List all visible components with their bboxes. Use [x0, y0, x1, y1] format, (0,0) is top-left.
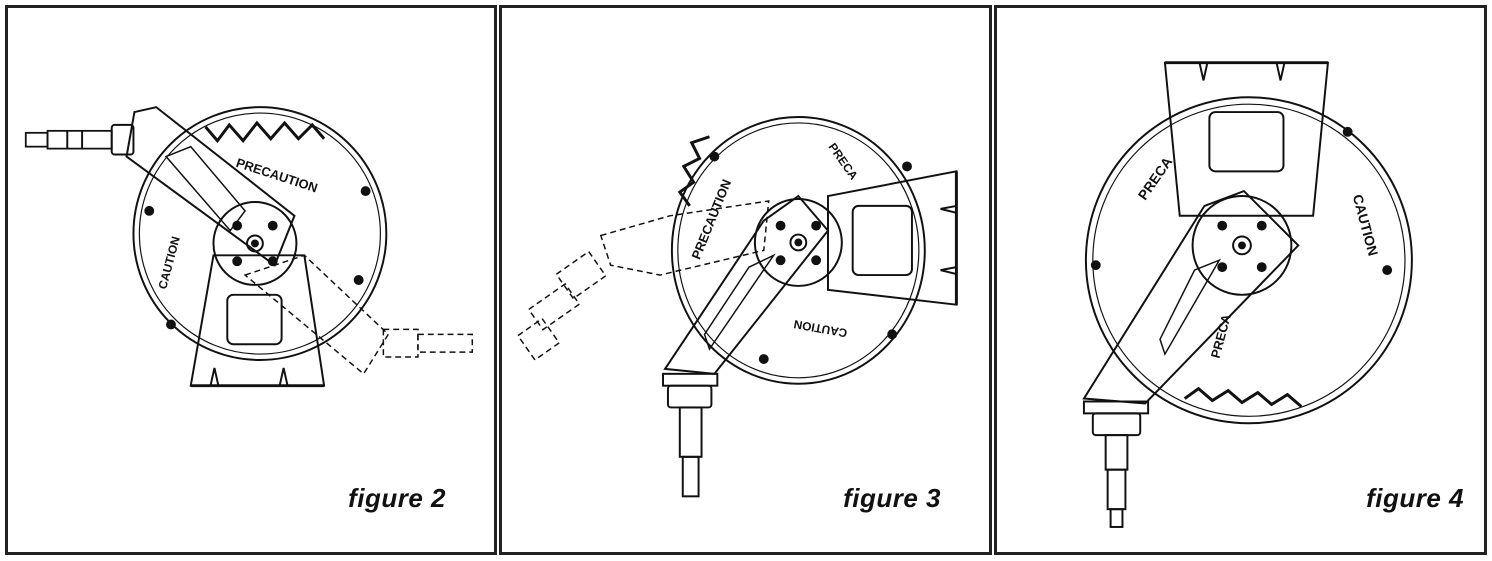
swing-arm	[1082, 189, 1300, 405]
preca-label: PRECA	[826, 140, 862, 182]
alternate-arm-position	[243, 254, 474, 375]
preca-label: PRECA	[1135, 154, 1176, 203]
alternate-arm-position	[516, 200, 770, 361]
figure-2-panel: PRECAUTION CAUTION figure 2	[5, 5, 497, 555]
precaution-label: PRECAUTION	[234, 155, 319, 195]
reel-stand	[189, 254, 326, 387]
figure-3-caption: figure 3	[843, 483, 941, 513]
arm-hub	[753, 198, 843, 287]
figure-2-caption: figure 2	[348, 483, 446, 513]
reel-stand	[826, 170, 958, 306]
arm-hub	[212, 200, 298, 286]
hose-fitting	[662, 372, 719, 387]
figure-4-hose-reel-drawing: CAUTION PRECA PRECA	[1082, 61, 1413, 528]
reel-disc	[1084, 96, 1413, 425]
hose-coil-edge	[1183, 386, 1303, 408]
caution-label: CAUTION	[1350, 193, 1382, 258]
caution-label: CAUTION	[155, 235, 182, 291]
precaution-label: PRECAUTION	[688, 177, 734, 261]
arm-hub	[1191, 195, 1293, 296]
figure-3-panel: PRECAUTION CAUTION PRECA figure 3	[499, 5, 992, 555]
reel-disc	[132, 106, 388, 361]
figure-4-caption: figure 4	[1366, 483, 1464, 513]
hose-coil-edge	[677, 135, 710, 207]
swing-arm	[125, 106, 296, 267]
reel-disc	[670, 116, 926, 385]
caution-label: CAUTION	[793, 317, 849, 340]
figure-4-panel: CAUTION PRECA PRECA figure 4	[994, 5, 1487, 555]
figure-3-hose-reel-drawing: PRECAUTION CAUTION PRECA	[516, 116, 958, 498]
figure-2-hose-reel-drawing: PRECAUTION CAUTION	[24, 106, 474, 388]
hose-coil-edge	[204, 120, 326, 144]
